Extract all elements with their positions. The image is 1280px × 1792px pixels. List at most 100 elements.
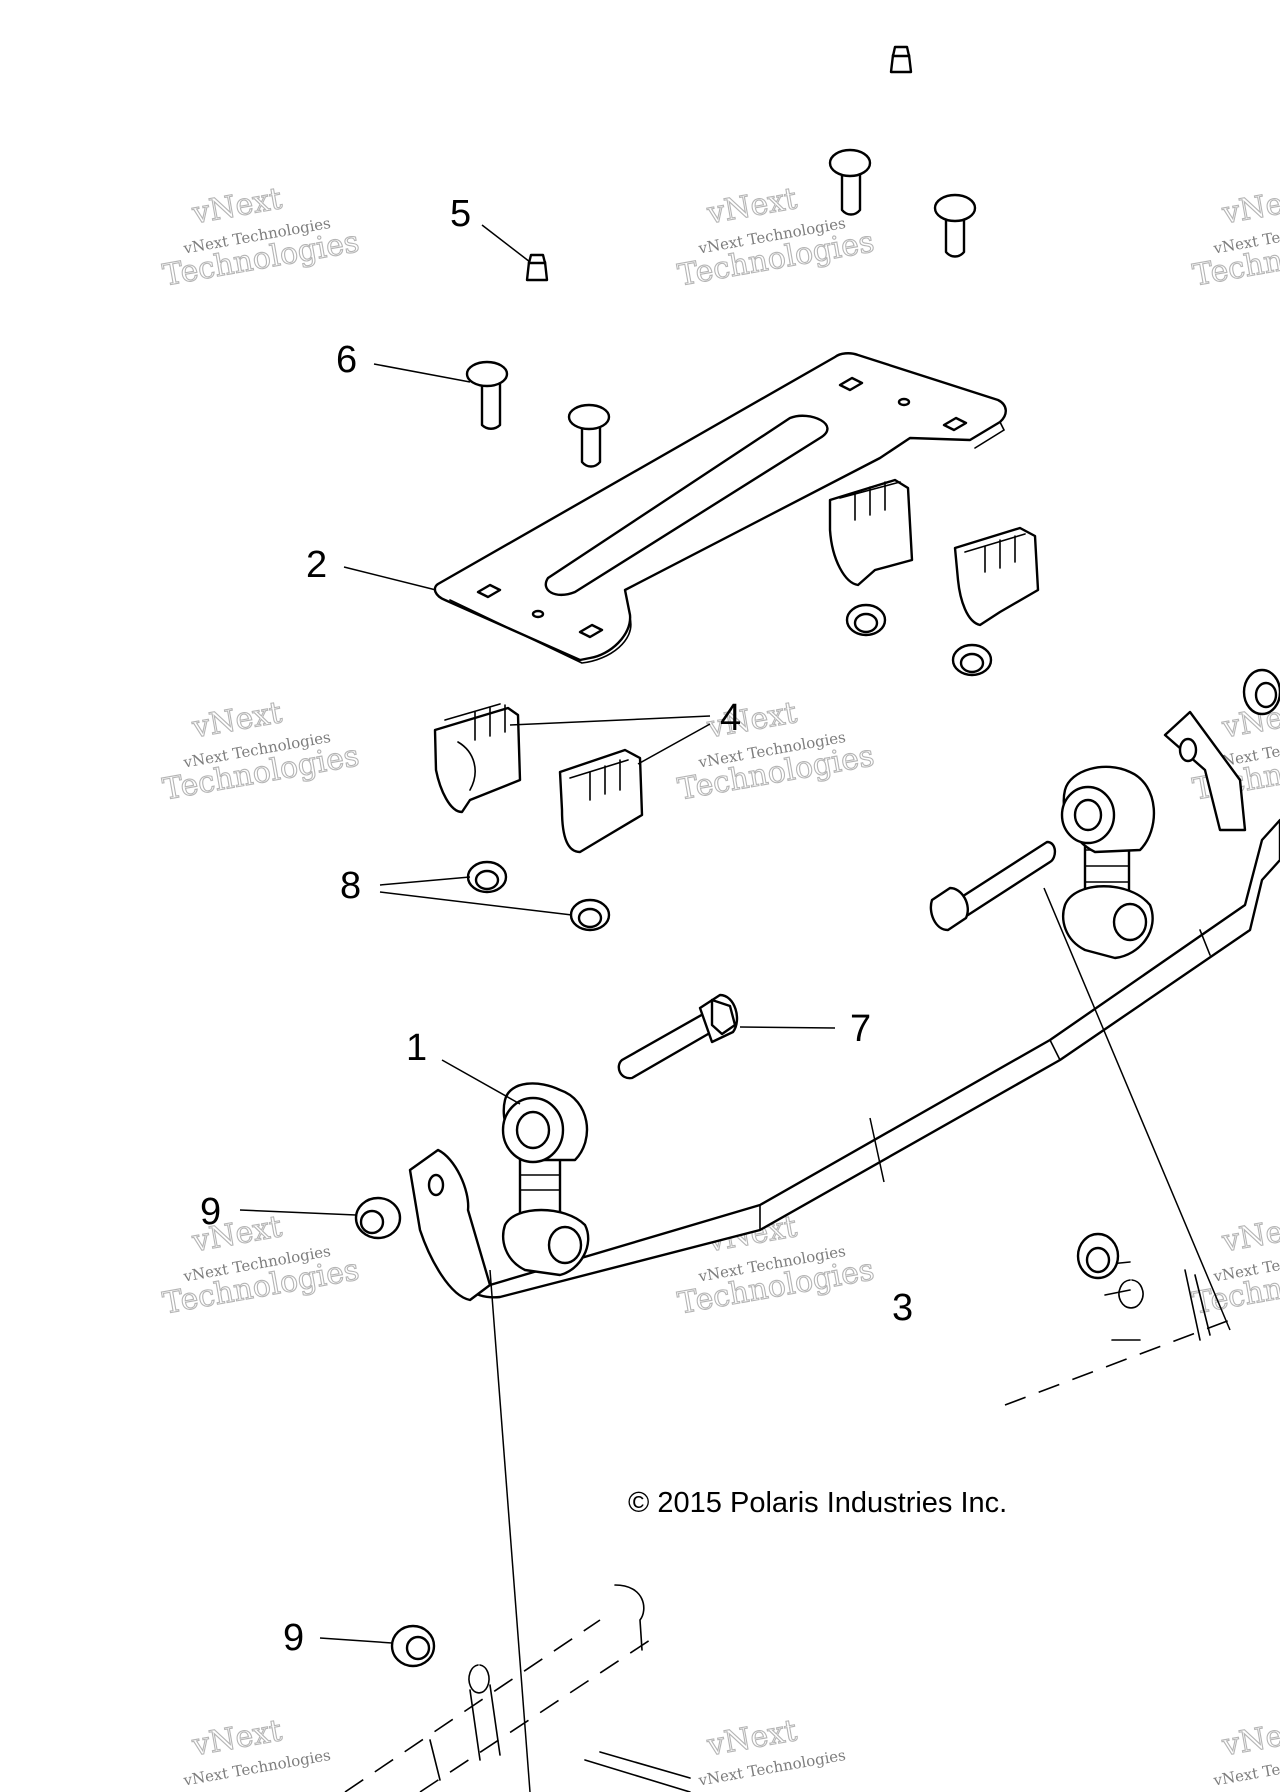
watermark: vNext vNext Technologies xyxy=(1211,1713,1280,1790)
grease-fitting-body xyxy=(525,260,549,282)
callout-2: 2 xyxy=(306,544,327,586)
nut-hole xyxy=(359,1209,385,1235)
callout-1: 1 xyxy=(406,1027,427,1069)
bushing xyxy=(828,478,914,587)
bracket-square-hole xyxy=(838,376,864,392)
bolt-lower xyxy=(584,1751,691,1792)
link-bushing-hole xyxy=(1073,798,1103,832)
leader-1 xyxy=(441,1059,521,1105)
leader-8a xyxy=(379,876,471,886)
carriage-bolt-head xyxy=(828,148,872,178)
flange-nut xyxy=(845,603,887,637)
carriage-bolt-shank xyxy=(580,418,602,468)
leader-8b xyxy=(379,891,573,916)
stabilizer-bar xyxy=(408,710,1280,1302)
bar-end-hole-right xyxy=(1178,737,1198,763)
bushing-ribs xyxy=(444,703,506,791)
bushing xyxy=(433,703,522,814)
callout-9: 9 xyxy=(200,1191,221,1233)
bushing-ribs xyxy=(964,533,1026,573)
watermark-top: vNext xyxy=(1219,1713,1280,1763)
watermark: vNext vNext Technologies Technologies xyxy=(675,181,878,294)
callout-8: 8 xyxy=(340,865,361,907)
link-bushing-hole xyxy=(515,1110,551,1150)
flange-nut xyxy=(569,898,611,932)
leader-4b xyxy=(637,723,711,765)
nut-hole xyxy=(1254,681,1278,709)
carriage-bolt xyxy=(465,360,509,430)
link-assembly-right xyxy=(1060,765,1156,960)
nut-hole xyxy=(577,907,603,929)
watermark: vNext vNext Technologies Technologies xyxy=(1190,181,1280,294)
reference-line-right xyxy=(1043,887,1231,1331)
nut-hole xyxy=(474,869,500,891)
bolt-head xyxy=(929,886,969,932)
leader-7 xyxy=(739,1026,836,1029)
bolt-right xyxy=(929,840,1057,932)
bar-end-left xyxy=(408,1148,492,1302)
nut-hole xyxy=(853,612,879,634)
mounting-bracket xyxy=(433,352,1007,664)
link-lower-hole xyxy=(1112,902,1148,942)
bolt-shank xyxy=(958,840,1057,917)
bracket-round-hole xyxy=(897,397,911,407)
leader-5 xyxy=(481,224,531,263)
frame-dash xyxy=(1004,1319,1231,1406)
callout-6: 6 xyxy=(336,339,357,381)
carriage-bolt-shank xyxy=(944,213,966,258)
watermark: vNext vNext Technologies Technologies xyxy=(160,695,363,808)
bracket-square-hole xyxy=(578,623,604,639)
frame-hole-lower xyxy=(468,1664,490,1694)
bushing-ribs xyxy=(569,759,629,801)
callout-labels: 1 2 3 4 5 6 7 8 9 9 xyxy=(200,193,913,1659)
watermark-top: vNext xyxy=(1219,1209,1280,1259)
watermark: vNext vNext Technologies Technologies xyxy=(160,1209,363,1322)
bushing-body xyxy=(433,706,522,814)
frame-hole xyxy=(1118,1279,1144,1309)
carriage-bolt xyxy=(567,403,611,468)
watermark: vNext vNext Technologies xyxy=(181,1713,332,1790)
callout-4: 4 xyxy=(720,697,741,739)
bolt-center xyxy=(617,993,739,1080)
bushing-body xyxy=(828,478,914,587)
grease-fitting xyxy=(889,45,913,74)
frame-reference-lines xyxy=(344,1261,1231,1792)
link-lower-hole xyxy=(547,1225,583,1265)
carriage-bolt-head xyxy=(567,403,611,431)
leader-3 xyxy=(869,1117,885,1183)
bushing xyxy=(953,526,1040,627)
bushing xyxy=(558,748,644,854)
flange-nut xyxy=(466,860,508,894)
bolt-head xyxy=(710,998,737,1036)
reference-line-left xyxy=(489,1269,531,1792)
carriage-bolt-shank xyxy=(480,374,502,430)
carriage-bolt-head xyxy=(465,360,509,388)
bar-bend-lines xyxy=(759,929,1211,1231)
grease-fitting-tip xyxy=(891,45,911,58)
leader-9a xyxy=(239,1209,357,1216)
flange-nut xyxy=(390,1624,436,1668)
leader-6 xyxy=(373,363,471,383)
grease-fitting-tip xyxy=(527,253,547,265)
bracket-plate xyxy=(433,352,1007,662)
frame-rail xyxy=(1184,1269,1211,1341)
watermark: vNext vNext Technologies xyxy=(696,1713,847,1790)
leader-lines xyxy=(239,224,1231,1792)
bar-end-hole xyxy=(427,1173,445,1197)
link-assembly-left xyxy=(501,1082,590,1277)
nut-hole xyxy=(1085,1246,1111,1274)
bushing-ribs xyxy=(839,481,901,521)
bolt-shank xyxy=(617,1011,717,1080)
bracket-round-hole xyxy=(531,609,545,619)
bracket-square-hole xyxy=(942,416,968,432)
bushing-body xyxy=(953,526,1040,627)
flange-nut xyxy=(1076,1232,1120,1280)
leader-4a xyxy=(509,715,711,726)
frame-cap xyxy=(614,1584,645,1651)
callout-7: 7 xyxy=(850,1008,871,1050)
grease-fitting xyxy=(525,253,549,282)
watermark-layer: vNext vNext Technologies Technologies vN… xyxy=(160,181,1280,1790)
callout-5: 5 xyxy=(450,193,471,235)
watermark-top: vNext xyxy=(1219,181,1280,231)
